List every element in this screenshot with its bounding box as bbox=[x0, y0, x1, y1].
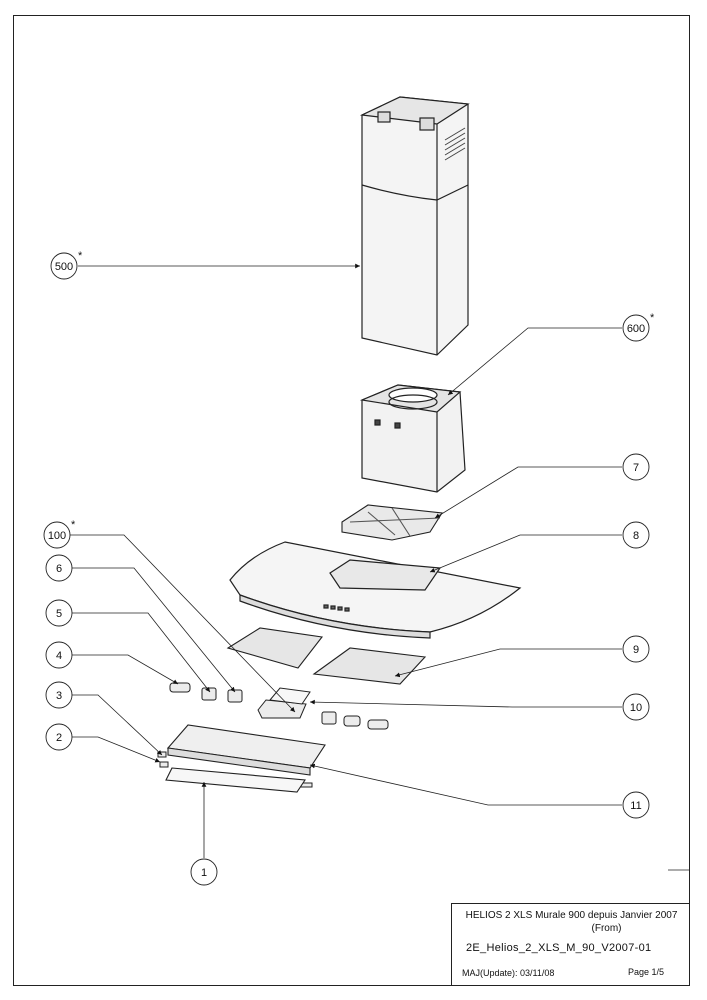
motor-housing bbox=[359, 384, 466, 493]
canopy-hood bbox=[229, 541, 522, 639]
callout-circle bbox=[622, 693, 650, 721]
callout-asterisk: * bbox=[650, 312, 655, 324]
title-block: HELIOS 2 XLS Murale 900 depuis Janvier 2… bbox=[451, 903, 690, 986]
callout-number: 1 bbox=[201, 867, 207, 879]
callout-number: 2 bbox=[56, 732, 62, 744]
callout-500: 500 * bbox=[50, 250, 83, 280]
callout-3: 3 bbox=[45, 681, 73, 709]
callout-number: 8 bbox=[633, 530, 639, 542]
callout-circle bbox=[622, 635, 650, 663]
callout-number: 4 bbox=[56, 650, 62, 662]
charcoal-filter bbox=[341, 504, 443, 541]
drawing-title: HELIOS 2 XLS Murale 900 depuis Janvier 2… bbox=[465, 910, 678, 921]
callout-number: 3 bbox=[56, 690, 62, 702]
callout-number: 500 bbox=[55, 261, 73, 273]
callout-circle bbox=[45, 599, 73, 627]
callout-7: 7 bbox=[622, 453, 650, 481]
callout-number: 600 bbox=[627, 323, 645, 335]
callout-leaders bbox=[70, 263, 690, 871]
callout-9: 9 bbox=[622, 635, 650, 663]
callout-1: 1 bbox=[190, 858, 218, 886]
callout-circle bbox=[43, 521, 71, 549]
drawing-from-label: (From) bbox=[591, 923, 622, 934]
callout-number: 100 bbox=[48, 530, 66, 542]
callout-600: 600 * bbox=[622, 312, 655, 342]
callout-circle bbox=[50, 252, 78, 280]
callout-6: 6 bbox=[45, 554, 73, 582]
callout-8: 8 bbox=[622, 521, 650, 549]
callout-circle bbox=[622, 314, 650, 342]
drawing-reference: 2E_Helios_2_XLS_M_90_V2007-01 bbox=[466, 942, 652, 954]
callout-circle bbox=[45, 641, 73, 669]
page-number: Page 1/5 bbox=[628, 967, 665, 977]
chimney-duct bbox=[359, 96, 470, 356]
callout-2: 2 bbox=[45, 723, 73, 751]
callout-4: 4 bbox=[45, 641, 73, 669]
callout-circle bbox=[622, 521, 650, 549]
callout-circle bbox=[45, 554, 73, 582]
callout-number: 5 bbox=[56, 608, 62, 620]
callout-100: 100 * bbox=[43, 519, 76, 549]
callout-number: 6 bbox=[56, 563, 62, 575]
callout-circle bbox=[190, 858, 218, 886]
callout-number: 10 bbox=[630, 702, 642, 714]
grease-filters bbox=[226, 627, 427, 685]
callout-asterisk: * bbox=[78, 250, 83, 262]
small-components bbox=[157, 682, 389, 788]
update-date: MAJ(Update): 03/11/08 bbox=[462, 968, 555, 978]
callout-asterisk: * bbox=[71, 519, 76, 531]
callout-circle bbox=[622, 453, 650, 481]
callout-number: 7 bbox=[633, 462, 639, 474]
callout-circle bbox=[622, 791, 650, 819]
callout-number: 9 bbox=[633, 644, 639, 656]
control-panel-bar bbox=[165, 724, 326, 793]
drawing-border bbox=[13, 15, 690, 986]
callout-circle bbox=[45, 681, 73, 709]
callout-10: 10 bbox=[622, 693, 650, 721]
callout-5: 5 bbox=[45, 599, 73, 627]
callout-circle bbox=[45, 723, 73, 751]
callout-11: 11 bbox=[622, 791, 650, 819]
callout-number: 11 bbox=[630, 800, 641, 812]
